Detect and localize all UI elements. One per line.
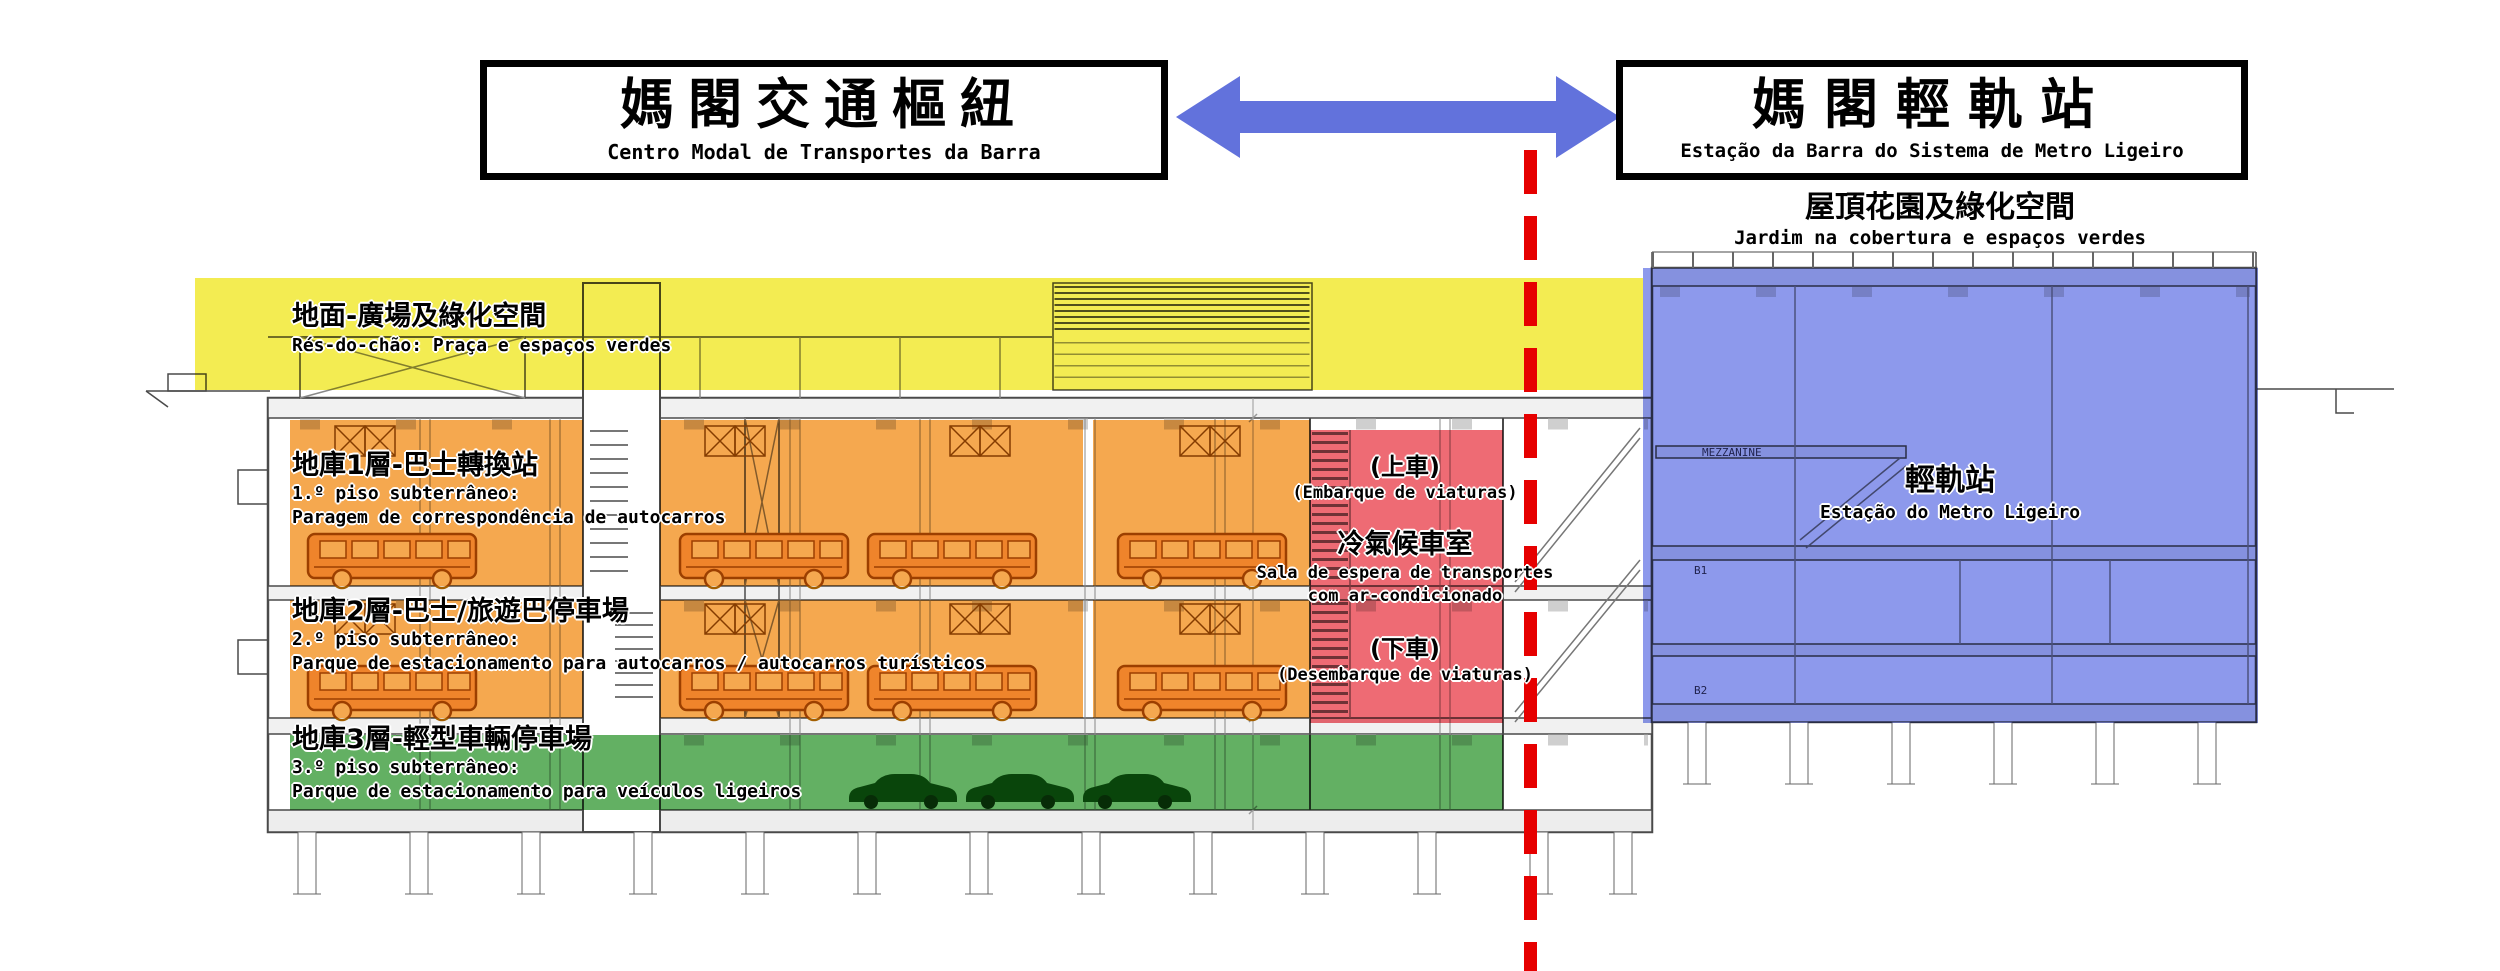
waiting-room-zone-overlay [1310,430,1503,723]
waiting-room-label-pt2: com ar-condicionado [1307,586,1503,606]
boarding-label-pt: (Embarque de viaturas) [1292,483,1518,503]
b2-zone-label: 地庫2層-巴士/旅遊巴停車場 2.º piso subterrâneo: Par… [292,596,986,676]
ground-zone-label-pt: Rés-do-chão: Praça e espaços verdes [292,335,672,356]
roof-garden-label: 屋頂花園及綠化空間 Jardim na cobertura e espaços … [1660,190,2220,251]
b3-zone-label-zh: 地庫3層-輕型車輛停車場 [292,724,592,755]
boarding-label: (上車) (Embarque de viaturas) [1255,452,1555,505]
roof-garden-label-zh: 屋頂花園及綠化空間 [1805,190,2075,225]
waiting-room-label: 冷氣候車室 Sala de espera de transportes com … [1230,528,1580,608]
b1-bus-zone-overlay [660,420,1083,586]
boarding-label-zh: (上車) [1370,453,1440,481]
b2-zone-label-pt2: Parque de estacionamento para autocarros… [292,653,986,674]
ground-plaza-zone-overlay [195,278,1643,390]
ground-lines [145,373,2394,414]
b3-zone-label-pt2: Parque de estacionamento para veículos l… [292,781,802,802]
station-title-zh: 媽閣輕軌站 [1752,73,2112,136]
station-title-box: 媽閣輕軌站 Estação da Barra do Sistema de Met… [1616,60,2248,180]
roof-garden-label-pt: Jardim na cobertura e espaços verdes [1734,227,2146,249]
b2-zone-label-pt1: 2.º piso subterrâneo: [292,629,520,650]
b2-bus-parking-zone-overlay [1093,600,1310,718]
b2-zone-label-zh: 地庫2層-巴士/旅遊巴停車場 [292,596,629,627]
alighting-label: (下車) (Desembarque de viaturas) [1255,634,1555,687]
station-title-pt: Estação da Barra do Sistema de Metro Lig… [1680,140,2184,162]
alighting-label-pt: (Desembarque de viaturas) [1277,665,1533,685]
b1-zone-label-pt1: 1.º piso subterrâneo: [292,483,520,504]
b2-bus-parking-zone-overlay [290,600,583,718]
b3-car-parking-zone-overlay [290,735,1503,810]
lrt-station-label-zh: 輕軌站 [1905,463,1995,498]
b1-zone-label-pt2: Paragem de correspondência de autocarros [292,507,726,528]
b1-bus-zone-overlay [1093,420,1310,586]
hub-title-zh: 媽閣交通樞紐 [620,73,1028,136]
b1-bus-zone-overlay [290,420,583,586]
lrt-station-label: 輕軌站 Estação do Metro Ligeiro [1710,462,2190,525]
b2-bus-parking-zone-overlay [660,600,1083,718]
lrt-station-zone-overlay [1643,268,2258,723]
alighting-label-zh: (下車) [1370,635,1440,663]
b3-zone-label-pt1: 3.º piso subterrâneo: [292,757,520,778]
waiting-room-label-pt1: Sala de espera de transportes [1256,563,1554,583]
ground-zone-label: 地面-廣場及綠化空間 Rés-do-chão: Praça e espaços … [292,300,671,358]
hub-title-pt: Centro Modal de Transportes da Barra [607,140,1041,164]
b1-zone-label-zh: 地庫1層-巴士轉換站 [292,450,538,481]
lrt-station-label-pt: Estação do Metro Ligeiro [1819,502,2081,523]
waiting-room-label-zh: 冷氣候車室 [1337,529,1473,560]
two-way-arrow-icon [1176,76,1620,158]
b1-zone-label: 地庫1層-巴士轉換站 1.º piso subterrâneo: Paragem… [292,450,725,530]
hub-title-box: 媽閣交通樞紐 Centro Modal de Transportes da Ba… [480,60,1168,180]
boundary-divider-line [1524,150,1537,971]
b3-zone-label: 地庫3層-輕型車輛停車場 3.º piso subterrâneo: Parqu… [292,724,801,804]
ground-zone-label-zh: 地面-廣場及綠化空間 [292,301,547,332]
